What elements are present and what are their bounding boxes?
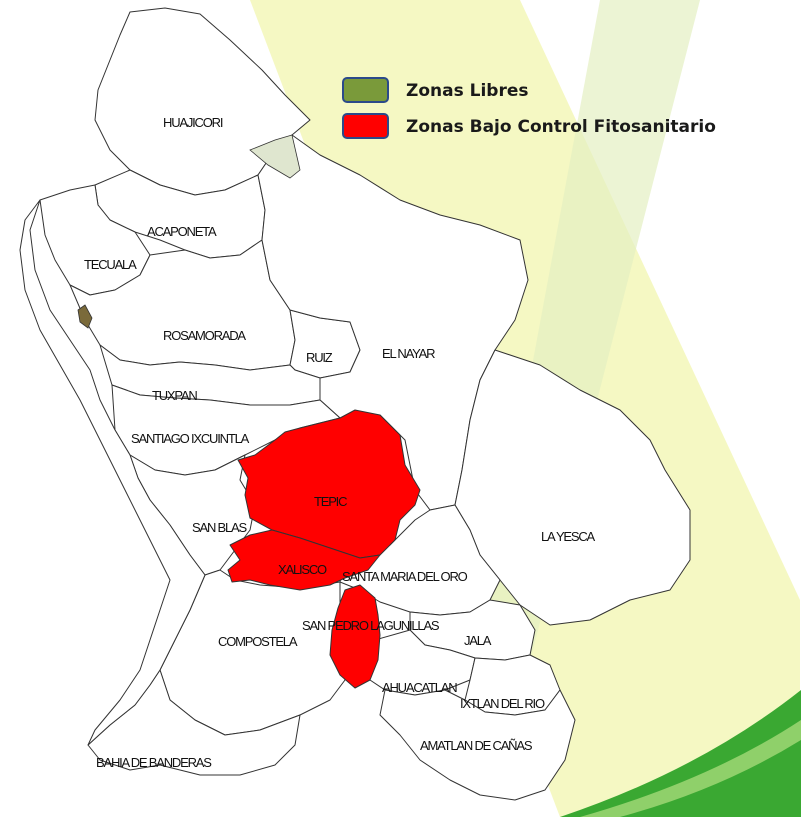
label-el-nayar: EL NAYAR <box>382 346 435 361</box>
label-ixtlan-del-rio: IXTLAN DEL RIO <box>460 696 545 711</box>
region-coastal-strip <box>19 199 206 746</box>
label-ahuacatlan: AHUACATLAN <box>382 680 457 695</box>
label-amatlan-de-canas: AMATLAN DE CAÑAS <box>420 738 533 753</box>
label-santa-maria-del-oro: SANTA MARIA DEL ORO <box>342 569 468 584</box>
label-jala: JALA <box>464 633 492 648</box>
label-santiago-ixcuintla: SANTIAGO IXCUINTLA <box>131 431 250 446</box>
label-bahia-de-banderas: BAHIA DE BANDERAS <box>96 755 212 770</box>
legend-label-0: Zonas Libres <box>406 81 528 101</box>
municipalities-layer <box>19 7 691 801</box>
municipality-labels: HUAJICORI ACAPONETA TECUALA ROSAMORADA RUIZ E… <box>84 115 597 770</box>
label-tuxpan: TUXPAN <box>152 388 197 403</box>
region-san-pedro-lagunillas[interactable] <box>329 584 381 689</box>
label-la-yesca: LA YESCA <box>541 529 596 544</box>
label-compostela: COMPOSTELA <box>218 634 298 649</box>
label-san-pedro-lagunillas: SAN PEDRO LAGUNILLAS <box>302 618 440 633</box>
label-tecuala: TECUALA <box>84 257 137 272</box>
legend-swatch-1 <box>342 113 389 139</box>
free-zone-sliver <box>249 134 301 179</box>
label-acaponeta: ACAPONETA <box>147 224 217 239</box>
background-swoosh <box>560 690 801 817</box>
label-huajicori: HUAJICORI <box>163 115 223 130</box>
label-tepic: TEPIC <box>314 494 347 509</box>
free-zone-patch <box>77 304 93 329</box>
label-xalisco: XALISCO <box>278 562 327 577</box>
label-rosamorada: ROSAMORADA <box>163 328 246 343</box>
label-san-blas: SAN BLAS <box>192 520 248 535</box>
label-ruiz: RUIZ <box>306 350 333 365</box>
legend-swatch-0 <box>342 77 389 103</box>
legend-label-1: Zonas Bajo Control Fitosanitario <box>406 117 716 137</box>
region-amatlan-de-canas[interactable] <box>379 689 576 801</box>
region-xalisco[interactable] <box>227 529 381 591</box>
